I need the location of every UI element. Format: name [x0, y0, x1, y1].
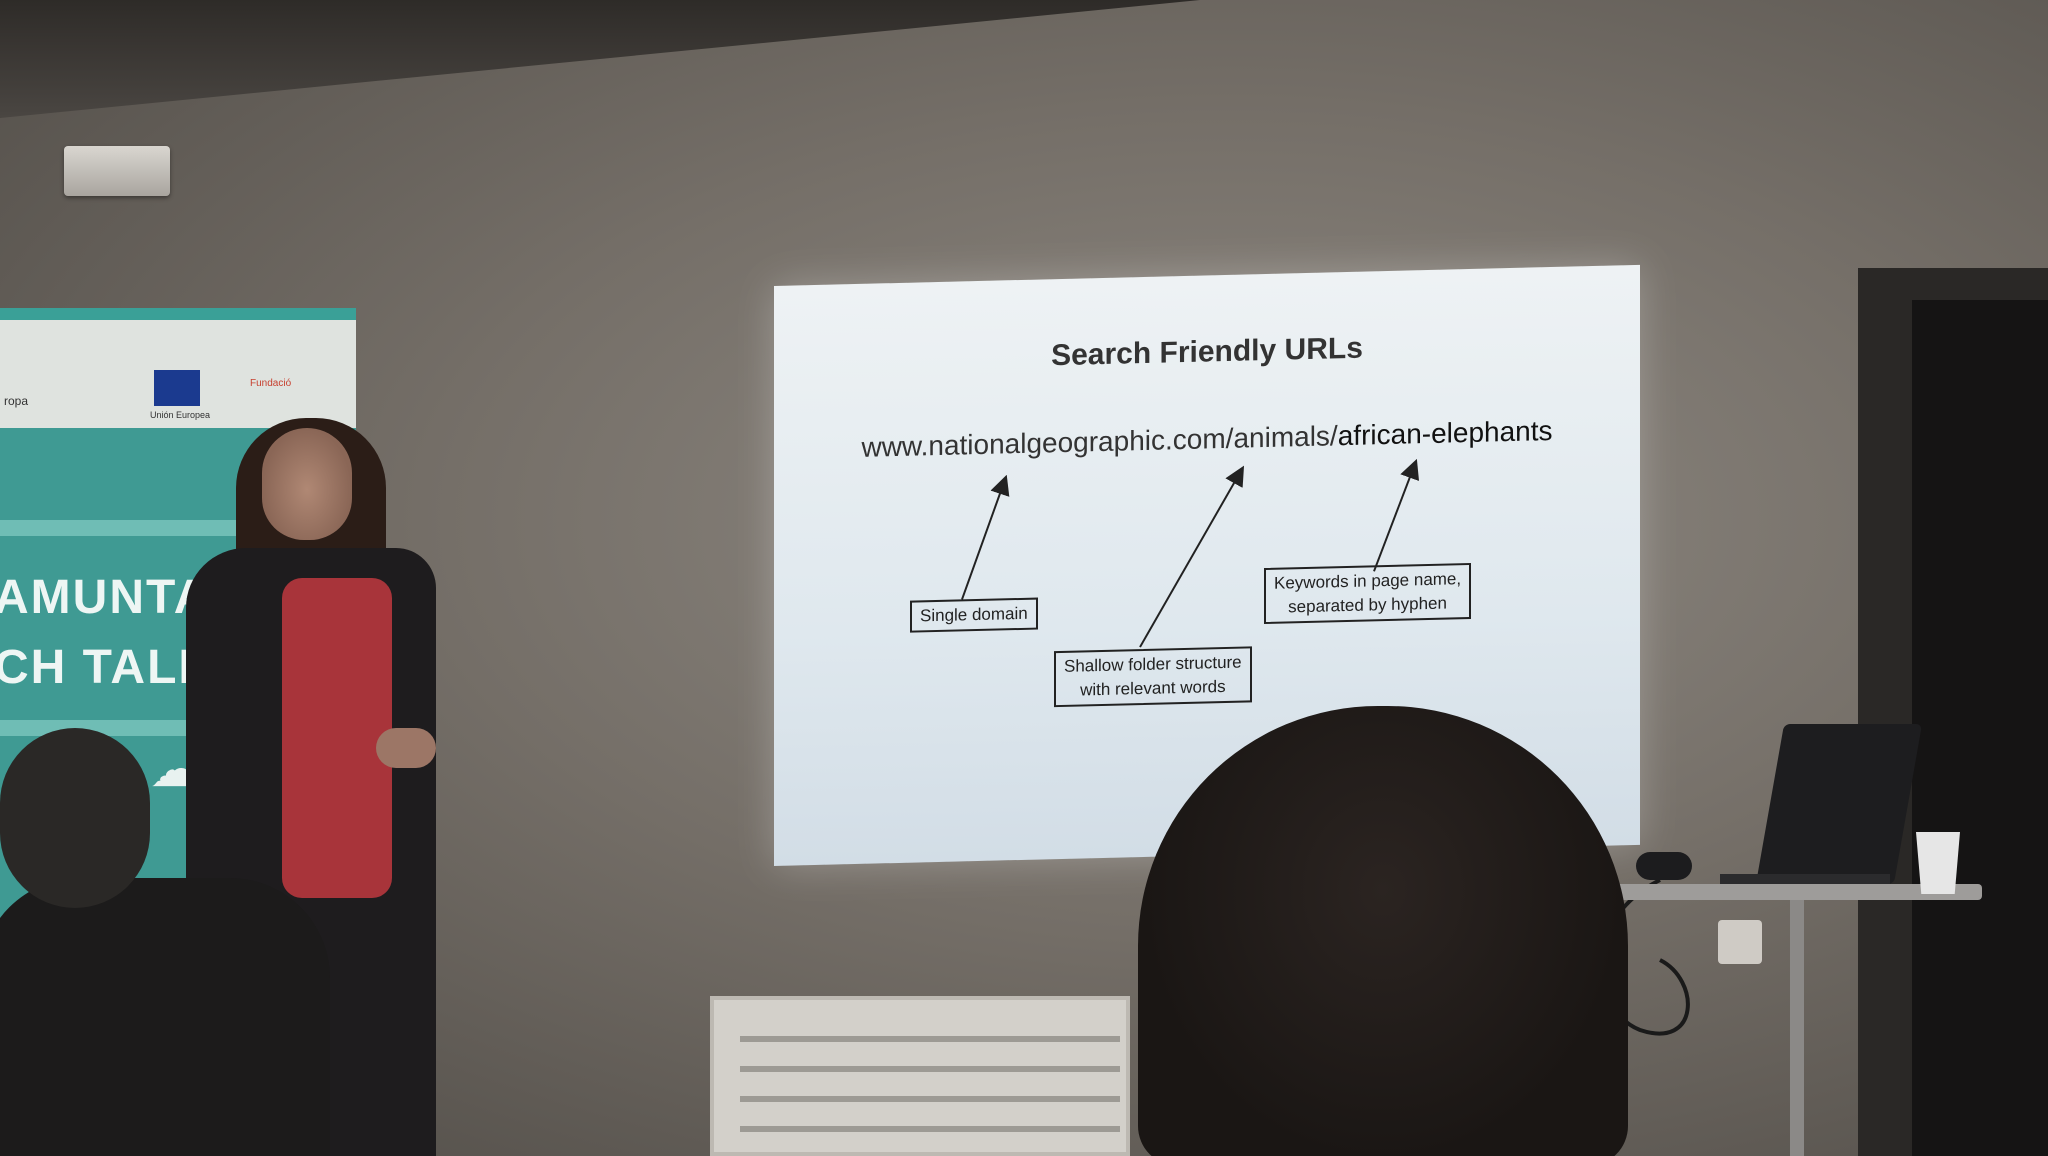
table-top — [1602, 884, 1982, 900]
arrow-folder — [1139, 465, 1245, 648]
annotation-arrows — [961, 458, 1420, 648]
eu-flag-icon — [154, 370, 200, 406]
laptop-base — [1720, 874, 1890, 884]
laptop — [1755, 724, 1923, 884]
presenter-shirt — [282, 578, 392, 898]
audience-member-left — [0, 728, 330, 1156]
banner-sponsors: ropa Unión Europea Fundació — [0, 320, 356, 428]
sponsor-eu-text: Unión Europea — [150, 410, 211, 420]
sponsor-fundacio-text: Fundació — [250, 378, 292, 389]
audience-member-right — [1138, 706, 1628, 1156]
projected-slide: Search Friendly URLs www.nationalgeograp… — [774, 264, 1640, 866]
sponsor-logo-text: ropa — [4, 394, 29, 408]
table-leg — [1790, 898, 1804, 1156]
arrow-domain — [961, 474, 1010, 600]
computer-mouse — [1636, 852, 1692, 880]
wall-socket — [1718, 920, 1762, 964]
arrow-keywords — [1373, 458, 1420, 572]
door — [1912, 300, 2048, 1156]
radiator — [710, 996, 1130, 1156]
presenter-hands — [376, 728, 436, 768]
exit-sign — [64, 146, 170, 196]
presenter-face — [262, 428, 352, 540]
paper-cup — [1916, 832, 1960, 894]
